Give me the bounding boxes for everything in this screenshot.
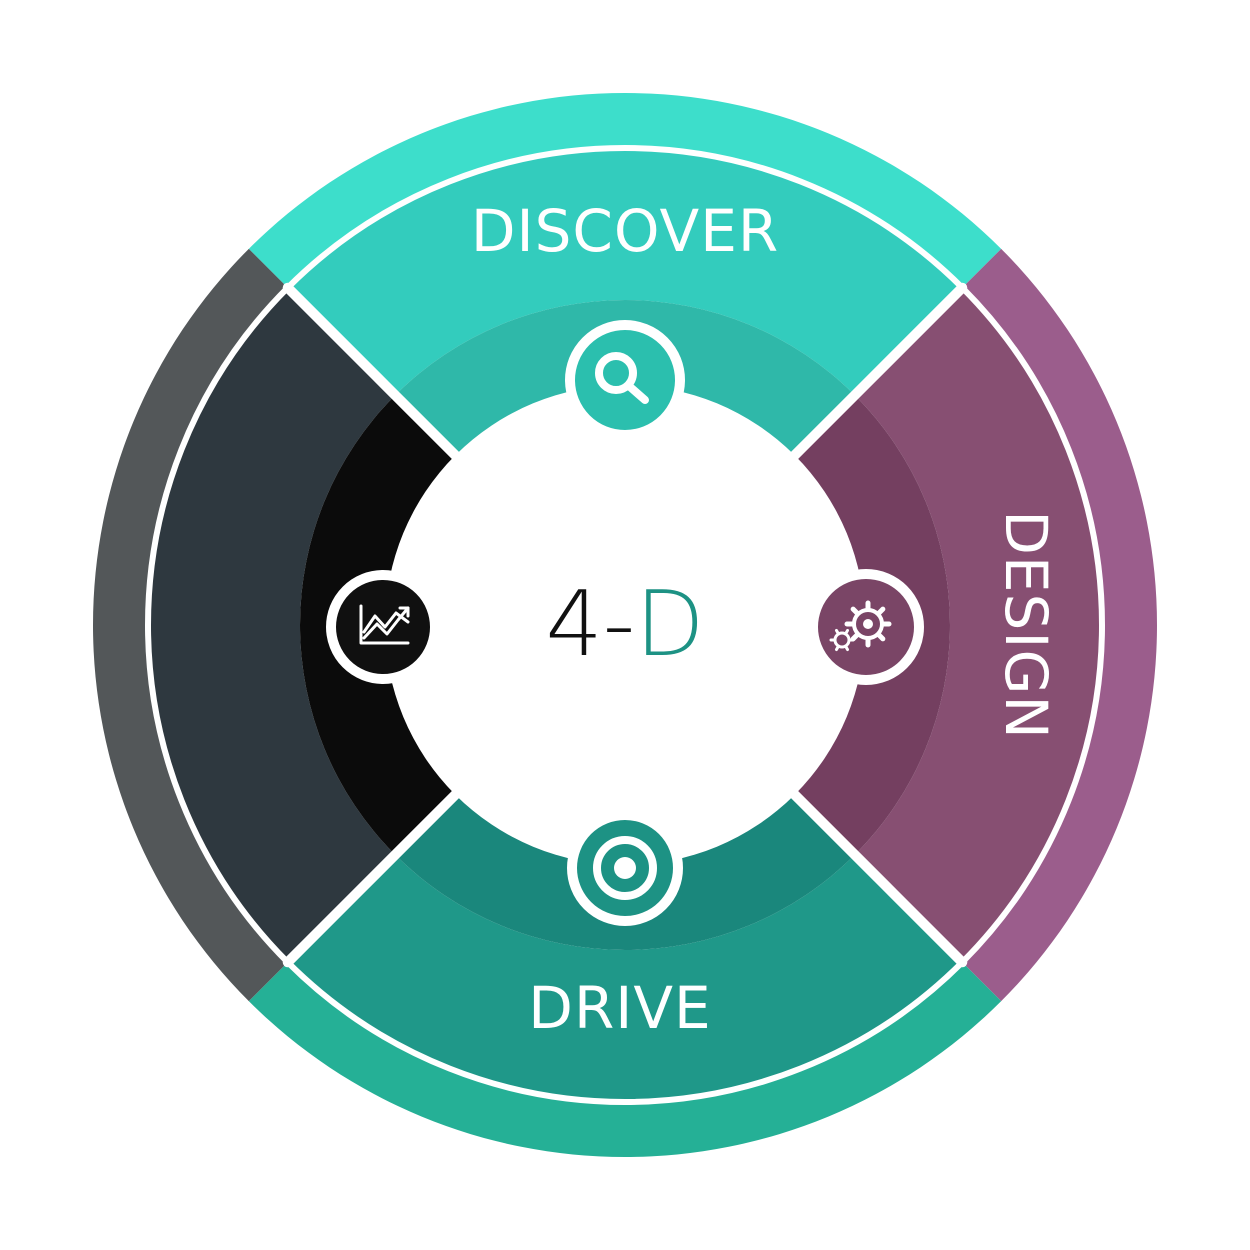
magnifier-icon	[595, 352, 649, 404]
design-badge	[808, 569, 924, 685]
center-title-prefix: 4-	[545, 572, 635, 677]
trend-chart-icon	[359, 604, 410, 645]
top-outer-band	[248, 93, 1002, 290]
left-mid-band	[149, 289, 396, 961]
gear-tooth	[876, 632, 886, 642]
separator-line	[282, 282, 466, 466]
discover-label: DISCOVER	[471, 197, 779, 265]
left-outer-band	[93, 248, 290, 1002]
discover-badge	[565, 320, 685, 440]
center-disc	[385, 385, 865, 865]
gear-tooth	[844, 628, 849, 636]
target-icon	[593, 836, 657, 900]
bottom-mid-band	[289, 854, 961, 1100]
drive-badge	[567, 810, 683, 926]
analysis-badge	[326, 570, 440, 684]
separator-line	[282, 784, 466, 968]
gear-tooth	[876, 606, 886, 616]
top-mid-band	[289, 150, 961, 396]
drive-label: DRIVE	[528, 974, 711, 1042]
gear-tooth	[850, 632, 860, 642]
center-title: 4-D	[545, 572, 704, 677]
bottom-outer-band	[248, 960, 1002, 1157]
gear-tooth	[844, 644, 849, 652]
right-mid-band	[854, 289, 1100, 961]
separator-lines	[145, 145, 1105, 1105]
separator-line	[784, 784, 968, 968]
gear-tooth	[835, 628, 840, 636]
separator-line	[784, 282, 968, 466]
gears-icon	[829, 600, 892, 652]
separator-ring	[145, 145, 1105, 1105]
middle-ring	[149, 150, 1100, 1100]
outer-ring	[93, 93, 1157, 1157]
center-title-highlight: D	[635, 572, 704, 677]
design-label: DESIGN	[992, 510, 1060, 740]
gear-tooth	[835, 644, 840, 652]
right-outer-band	[960, 248, 1157, 1002]
gear-tooth	[850, 606, 860, 616]
